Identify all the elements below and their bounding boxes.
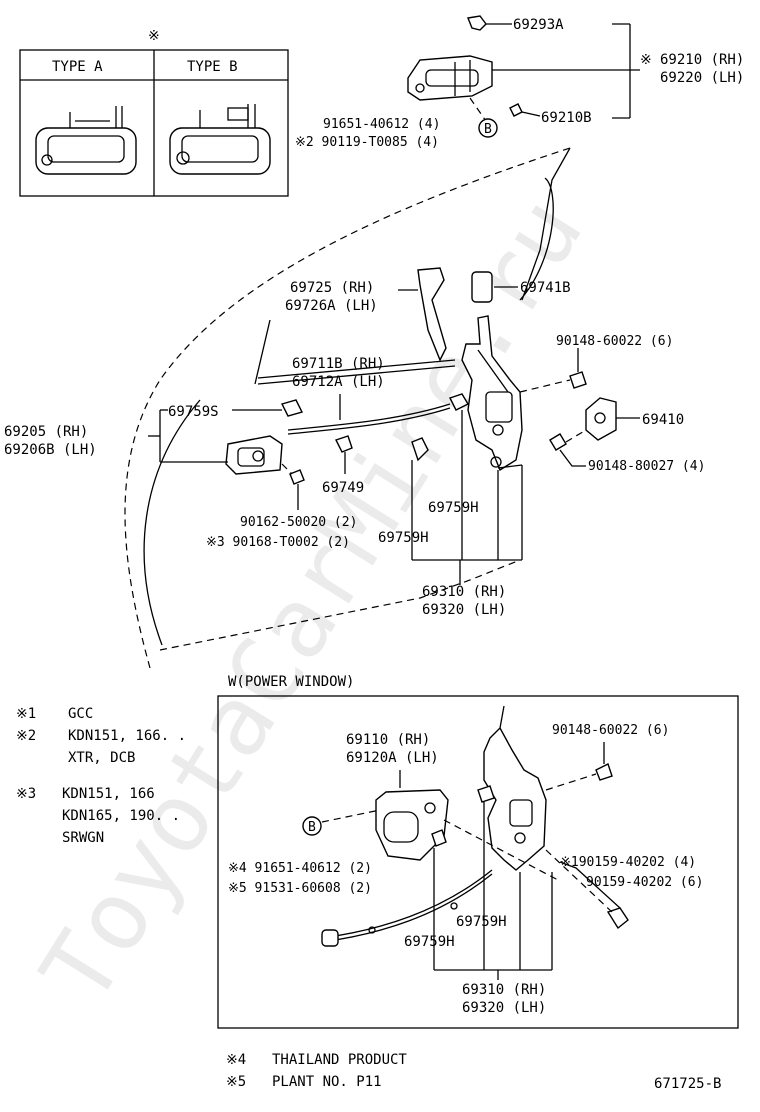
door-outline bbox=[124, 147, 571, 669]
part-69712A-lh: 69712A (LH) bbox=[292, 374, 385, 390]
outside-handle-assembly: 69293A 69210B ※ 69210 (RH) 69220 (LH) B … bbox=[295, 15, 744, 150]
part-69759H-upper: 69759H bbox=[428, 500, 479, 516]
pw-part-69759H-lower: 69759H bbox=[404, 934, 455, 950]
pw-part-69320-lh: 69320 (LH) bbox=[462, 1000, 546, 1016]
part-69320-lh: 69320 (LH) bbox=[422, 602, 506, 618]
pw-part-91651-40612: ※4 91651-40612 (2) bbox=[228, 861, 372, 876]
note-3-mark: ※3 bbox=[16, 786, 36, 802]
diagram-id: 671725-B bbox=[654, 1076, 721, 1092]
part-69210-rh: 69210 (RH) bbox=[660, 52, 744, 68]
footer-note-5-text: PLANT NO. P11 bbox=[272, 1074, 382, 1090]
part-69293A: 69293A bbox=[513, 17, 564, 33]
note-1-mark: ※1 bbox=[16, 706, 36, 722]
part-90148-80027: 90148-80027 (4) bbox=[588, 459, 705, 474]
part-69725-rh: 69725 (RH) bbox=[290, 280, 374, 296]
pw-ref-b-circle bbox=[302, 816, 322, 836]
part-90119-T0085: ※2 90119-T0085 (4) bbox=[295, 135, 439, 150]
table-note-mark: ※ bbox=[148, 28, 160, 44]
part-90168-T0002: ※3 90168-T0002 (2) bbox=[206, 535, 350, 550]
part-69310-rh: 69310 (RH) bbox=[422, 584, 506, 600]
handle-type-a bbox=[35, 106, 137, 175]
note-1-text: GCC bbox=[68, 706, 93, 722]
pw-part-90159-40202-6: 90159-40202 (6) bbox=[586, 875, 703, 890]
handle-type-b bbox=[169, 104, 271, 175]
applicability-notes: ※1 GCC ※2 KDN151, 166. . XTR, DCB ※3 KDN… bbox=[16, 706, 186, 846]
footer-note-4-mark: ※4 bbox=[226, 1052, 246, 1068]
part-91651-40612: 91651-40612 (4) bbox=[323, 117, 440, 132]
type-b-header: TYPE B bbox=[187, 59, 238, 75]
pw-part-69759H-upper: 69759H bbox=[456, 914, 507, 930]
part-69220-lh: 69220 (LH) bbox=[660, 70, 744, 86]
part-69741B: 69741B bbox=[520, 280, 571, 296]
part-69210B: 69210B bbox=[541, 110, 592, 126]
pw-ref-b: B bbox=[308, 820, 316, 835]
type-a-header: TYPE A bbox=[52, 59, 103, 75]
note-3-text2: KDN165, 190. . bbox=[62, 808, 180, 824]
handle-type-table: ※ TYPE A TYPE B bbox=[19, 28, 289, 197]
pw-part-91531-60608: ※5 91531-60608 (2) bbox=[228, 881, 372, 896]
part-69206B-lh: 69206B (LH) bbox=[4, 442, 97, 458]
power-window-title: W(POWER WINDOW) bbox=[228, 674, 354, 690]
note-2-text2: XTR, DCB bbox=[68, 750, 135, 766]
part-90162-50020: 90162-50020 (2) bbox=[240, 515, 357, 530]
footer-notes: ※4 THAILAND PRODUCT ※5 PLANT NO. P11 671… bbox=[226, 1052, 721, 1092]
part-69205-rh: 69205 (RH) bbox=[4, 424, 88, 440]
note-3-text: KDN151, 166 bbox=[62, 786, 155, 802]
pw-part-69120A-lh: 69120A (LH) bbox=[346, 750, 439, 766]
inside-handle-assembly: 69759S 69205 (RH) 69206B (LH) 69749 9016… bbox=[4, 399, 364, 550]
part-69210-mark: ※ bbox=[640, 52, 652, 68]
footer-note-5-mark: ※5 bbox=[226, 1074, 246, 1090]
ref-b-top: B bbox=[484, 122, 492, 137]
note-2-mark: ※2 bbox=[16, 728, 36, 744]
part-69759S: 69759S bbox=[168, 404, 219, 420]
part-69711B-rh: 69711B (RH) bbox=[292, 356, 385, 372]
part-69759H-lower: 69759H bbox=[378, 530, 429, 546]
pw-part-90159-40202-4: ※190159-40202 (4) bbox=[560, 855, 696, 870]
pw-part-69110-rh: 69110 (RH) bbox=[346, 732, 430, 748]
pw-part-69310-rh: 69310 (RH) bbox=[462, 982, 546, 998]
part-69410: 69410 bbox=[642, 412, 684, 428]
part-90148-60022: 90148-60022 (6) bbox=[556, 334, 673, 349]
door-lock-linkage: 69725 (RH) 69726A (LH) 69741B 69711B (RH… bbox=[285, 267, 705, 618]
power-window-inset: W(POWER WINDOW) 69110 (RH) 69120A (LH) B… bbox=[217, 674, 739, 1029]
note-2-text: KDN151, 166. . bbox=[68, 728, 186, 744]
note-3-text3: SRWGN bbox=[62, 830, 104, 846]
footer-note-4-text: THAILAND PRODUCT bbox=[272, 1052, 407, 1068]
part-69726A-lh: 69726A (LH) bbox=[285, 298, 378, 314]
ref-b-circle bbox=[478, 118, 498, 138]
pw-part-90148-60022: 90148-60022 (6) bbox=[552, 723, 669, 738]
part-69749: 69749 bbox=[322, 480, 364, 496]
